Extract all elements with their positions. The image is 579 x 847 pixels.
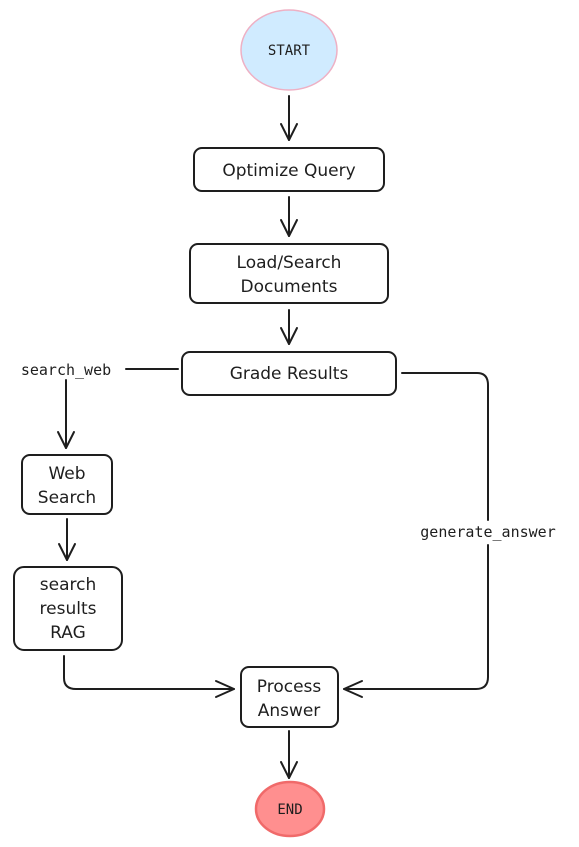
edge-generate-answer-top (401, 372, 489, 521)
edge-rag-to-process (63, 655, 235, 690)
edge-label-search-web: search_web (21, 361, 111, 379)
arrowhead-web-search (57, 431, 75, 449)
optimize-query-box (193, 147, 385, 192)
grade-results-box (181, 351, 397, 396)
grade-results-node[interactable]: Grade Results (181, 351, 397, 396)
load-search-box (189, 243, 389, 304)
web-search-label-line2: Search (38, 488, 96, 508)
search-results-rag-label-line2: results (40, 599, 97, 619)
process-answer-box (240, 666, 339, 728)
load-search-label-line2: Documents (241, 277, 338, 297)
end-label: END (277, 802, 302, 818)
arrowhead-grade (280, 327, 298, 345)
arrowhead-end (280, 761, 298, 779)
load-search-label-line1: Load/Search (237, 253, 342, 273)
start-node[interactable]: START (240, 9, 338, 91)
end-ellipse (254, 780, 326, 838)
arrowhead-optimize (280, 123, 298, 141)
search-results-rag-node[interactable]: search results RAG (13, 566, 123, 651)
search-results-rag-label-line1: search (40, 575, 96, 595)
edges (57, 95, 489, 779)
web-search-node[interactable]: Web Search (21, 454, 113, 515)
arrowhead-process-right (343, 680, 363, 698)
grade-results-label: Grade Results (230, 364, 349, 384)
search-results-rag-label-line3: RAG (50, 623, 86, 643)
optimize-query-label: Optimize Query (222, 161, 355, 181)
start-ellipse (240, 9, 338, 91)
web-search-box (21, 454, 113, 515)
optimize-query-node[interactable]: Optimize Query (193, 147, 385, 192)
load-search-node[interactable]: Load/Search Documents (189, 243, 389, 304)
process-answer-label-line2: Answer (258, 701, 321, 721)
edge-generate-answer-bottom (343, 544, 489, 690)
process-answer-node[interactable]: Process Answer (240, 666, 339, 728)
web-search-label-line1: Web (48, 464, 85, 484)
end-node[interactable]: END (254, 780, 326, 838)
start-label: START (268, 43, 311, 59)
arrowhead-load (280, 219, 298, 237)
search-results-rag-box (13, 566, 123, 651)
process-answer-label-line1: Process (257, 677, 322, 697)
edge-label-generate-answer: generate_answer (420, 523, 555, 541)
arrowhead-process-left (215, 680, 235, 698)
arrowhead-rag (58, 543, 76, 561)
